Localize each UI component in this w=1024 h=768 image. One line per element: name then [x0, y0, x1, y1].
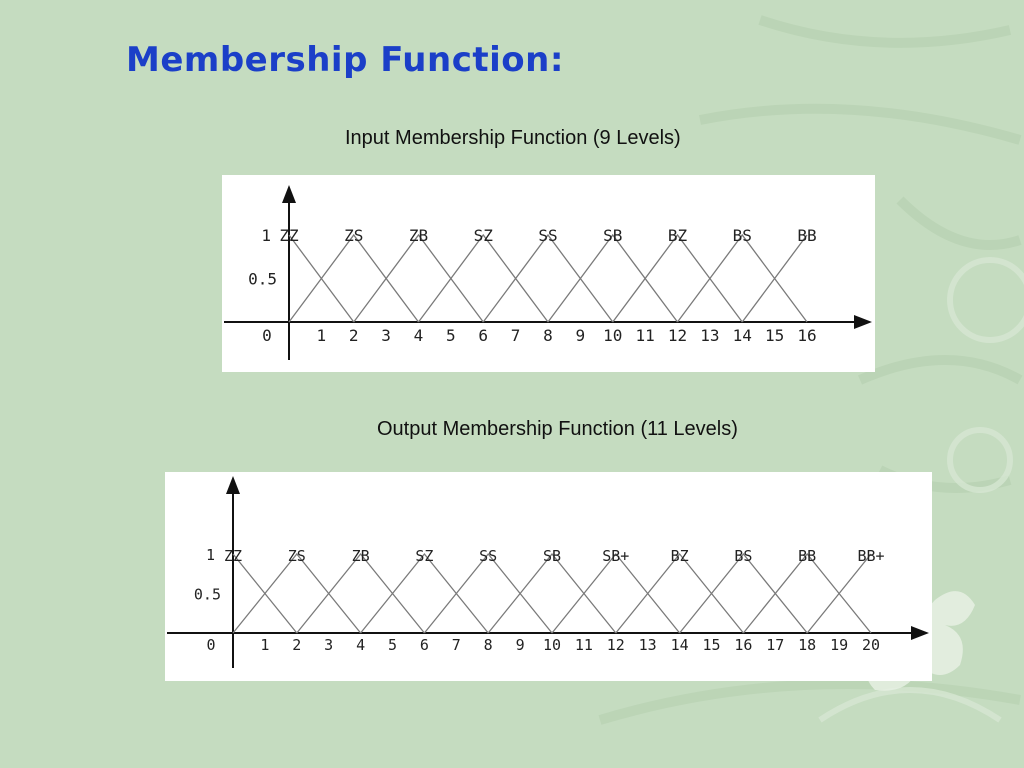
x-tick-label: 13 — [700, 326, 719, 345]
y-axis-arrow-icon — [226, 476, 240, 494]
series-label-bz: BZ — [671, 547, 689, 565]
y-tick-label-0-5: 0.5 — [194, 586, 221, 604]
x-tick-label: 15 — [702, 636, 720, 654]
series-label-zb: ZB — [352, 547, 370, 565]
x-tick-label: 20 — [862, 636, 880, 654]
x-tick-label: 16 — [797, 326, 816, 345]
x-tick-label: 19 — [830, 636, 848, 654]
series-label-sb: SB — [543, 547, 561, 565]
x-tick-label: 3 — [381, 326, 391, 345]
membership-curve-bz — [612, 233, 743, 323]
x-tick-label: 12 — [607, 636, 625, 654]
x-tick-label: 12 — [668, 326, 687, 345]
membership-curve-zb — [296, 552, 425, 634]
membership-curve-ss — [423, 552, 553, 634]
x-tick-label: 14 — [733, 326, 752, 345]
membership-curve-bs — [676, 233, 808, 323]
x-tick-label: 0 — [262, 326, 272, 345]
x-axis-arrow-icon — [911, 626, 929, 640]
x-tick-label: 10 — [603, 326, 622, 345]
x-tick-label: 16 — [734, 636, 752, 654]
x-tick-label: 15 — [765, 326, 784, 345]
x-tick-label: 10 — [543, 636, 561, 654]
x-tick-label: 17 — [766, 636, 784, 654]
membership-curve-sb — [487, 552, 617, 634]
membership-curve-ss — [482, 233, 614, 323]
series-label-sb: SB — [603, 226, 622, 245]
x-tick-label: 7 — [511, 326, 521, 345]
x-tick-label: 5 — [446, 326, 456, 345]
x-tick-label: 0 — [206, 636, 215, 654]
series-label-sz: SZ — [415, 547, 433, 565]
series-label-zb: ZB — [409, 226, 428, 245]
input-chart-caption: Input Membership Function (9 Levels) — [345, 127, 681, 149]
series-label-bb-plus: BB+ — [857, 547, 884, 565]
membership-curve-sz — [417, 233, 549, 323]
output-chart-caption: Output Membership Function (11 Levels) — [377, 418, 738, 440]
x-tick-label: 6 — [420, 636, 429, 654]
x-tick-label: 2 — [292, 636, 301, 654]
x-tick-label: 11 — [575, 636, 593, 654]
membership-curve-bz — [615, 552, 744, 634]
x-tick-label: 4 — [414, 326, 424, 345]
slide-title: Membership Function: — [126, 40, 564, 80]
x-tick-label: 8 — [484, 636, 493, 654]
x-tick-label: 5 — [388, 636, 397, 654]
x-tick-label: 9 — [576, 326, 586, 345]
x-tick-label: 9 — [516, 636, 525, 654]
x-tick-label: 1 — [260, 636, 269, 654]
y-tick-label-1: 1 — [261, 226, 271, 245]
x-axis-arrow-icon — [854, 315, 872, 329]
x-tick-label: 3 — [324, 636, 333, 654]
membership-curve-bb-plus — [806, 553, 872, 634]
series-label-zz: ZZ — [224, 547, 242, 565]
y-tick-label-0-5: 0.5 — [248, 270, 277, 289]
series-label-sz: SZ — [474, 226, 494, 245]
membership-curve-sz — [360, 552, 489, 634]
x-tick-label: 1 — [317, 326, 327, 345]
x-tick-label: 11 — [635, 326, 654, 345]
x-tick-label: 13 — [639, 636, 657, 654]
series-label-bz: BZ — [668, 226, 688, 245]
y-tick-label-1: 1 — [206, 546, 215, 564]
membership-curve-bb — [742, 552, 872, 634]
series-label-bb: BB — [798, 547, 816, 565]
series-label-zz: ZZ — [279, 226, 299, 245]
membership-curve-zs — [232, 552, 362, 634]
membership-curve-zs — [288, 233, 420, 323]
x-tick-label: 18 — [798, 636, 816, 654]
series-label-sb-plus: SB+ — [602, 547, 629, 565]
series-label-zs: ZS — [344, 226, 363, 245]
x-tick-label: 4 — [356, 636, 365, 654]
x-tick-label: 8 — [543, 326, 553, 345]
series-label-ss: SS — [538, 226, 557, 245]
membership-curve-sb-plus — [551, 552, 681, 634]
x-tick-label: 6 — [478, 326, 488, 345]
series-label-bs: BS — [734, 547, 752, 565]
membership-curve-bb — [741, 234, 808, 323]
series-label-zs: ZS — [288, 547, 306, 565]
membership-curve-zb — [353, 233, 484, 323]
series-label-bs: BS — [733, 226, 752, 245]
membership-curve-bs — [679, 552, 808, 634]
series-label-bb: BB — [797, 226, 816, 245]
y-axis-arrow-icon — [282, 185, 296, 203]
x-tick-label: 7 — [452, 636, 461, 654]
x-tick-label: 2 — [349, 326, 359, 345]
series-label-ss: SS — [479, 547, 497, 565]
x-tick-label: 14 — [671, 636, 689, 654]
membership-curve-sb — [547, 233, 679, 323]
